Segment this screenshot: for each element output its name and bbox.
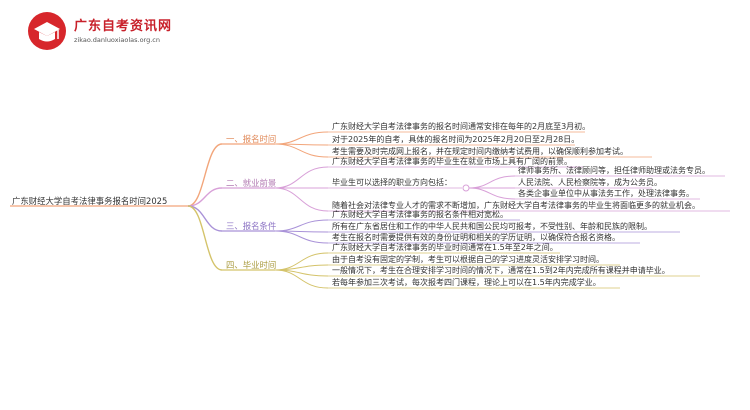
graduation-cap-icon: [28, 12, 66, 50]
leaf-graduation-duration: 广东财经大学自考法律事务的毕业时间通常在1.5年至2年之间。: [332, 243, 558, 252]
leaf-required-documents: 考生在报名时需要提供有效的身份证明和相关的学历证明，以确保符合报名资格。: [332, 233, 620, 242]
leaf-growing-demand: 随着社会对法律专业人才的需求不断增加，广东财经大学自考法律事务的毕业生将面临更多…: [332, 201, 700, 210]
subleaf-enterprise-legal: 各类企事业单位中从事法务工作，处理法律事务。: [518, 189, 694, 198]
root-to-branch-1: [187, 143, 223, 207]
leaf-conditions-relaxed: 广东财经大学自考法律事务的报名条件相对宽松。: [332, 210, 508, 219]
logo-site-url: zikao.danluoxiaolas.org.cn: [74, 36, 160, 44]
root-to-branch-2: [187, 187, 223, 207]
branch-employment-prospects: 二、就业前景: [226, 178, 277, 188]
leaf-flexible-schedule: 由于自考没有固定的学制，考生可以根据自己的学习进度灵活安排学习时间。: [332, 255, 604, 264]
branch-registration-time: 一、报名时间: [226, 134, 277, 144]
branch-graduation-time: 四、毕业时间: [226, 260, 277, 270]
leaf-career-directions: 毕业生可以选择的职业方向包括：: [332, 178, 452, 187]
leaf-registration-dates-2025: 对于2025年的自考，具体的报名时间为2025年2月20日至2月28日。: [332, 135, 580, 144]
subleaf-court-procuratorate: 人民法院、人民检察院等，成为公务员。: [518, 178, 662, 187]
leaf-employment-outlook: 广东财经大学自考法律事务的毕业生在就业市场上具有广阔的前景。: [332, 157, 572, 166]
root-to-branch-4: [187, 205, 223, 271]
leaf-theoretical-minimum: 若每年参加三次考试，每次报考四门课程，理论上可以在1.5年内完成学业。: [332, 278, 601, 287]
branch-registration-conditions: 三、报名条件: [226, 221, 277, 231]
leaf-typical-completion: 一般情况下，考生在合理安排学习时间的情况下，通常在1.5到2年内完成所有课程并申…: [332, 266, 670, 275]
logo-site-name: 广东自考资讯网: [74, 19, 173, 34]
root-topic: 广东财经大学自考法律事务报名时间2025: [12, 196, 168, 206]
leaf-eligible-residents: 所有在广东省居住和工作的中华人民共和国公民均可报考，不受性别、年龄和民族的限制。: [332, 222, 652, 231]
leaf-online-registration: 考生需要及时完成网上报名，并在规定时间内缴纳考试费用，以确保顺利参加考试。: [332, 147, 628, 156]
leaf-registration-period: 广东财经大学自考法律事务的报名时间通常安排在每年的2月底至3月初。: [332, 122, 591, 131]
root-to-branch-3: [187, 205, 223, 232]
subleaf-law-firm: 律师事务所、法律顾问等，担任律师助理或法务专员。: [518, 166, 710, 175]
